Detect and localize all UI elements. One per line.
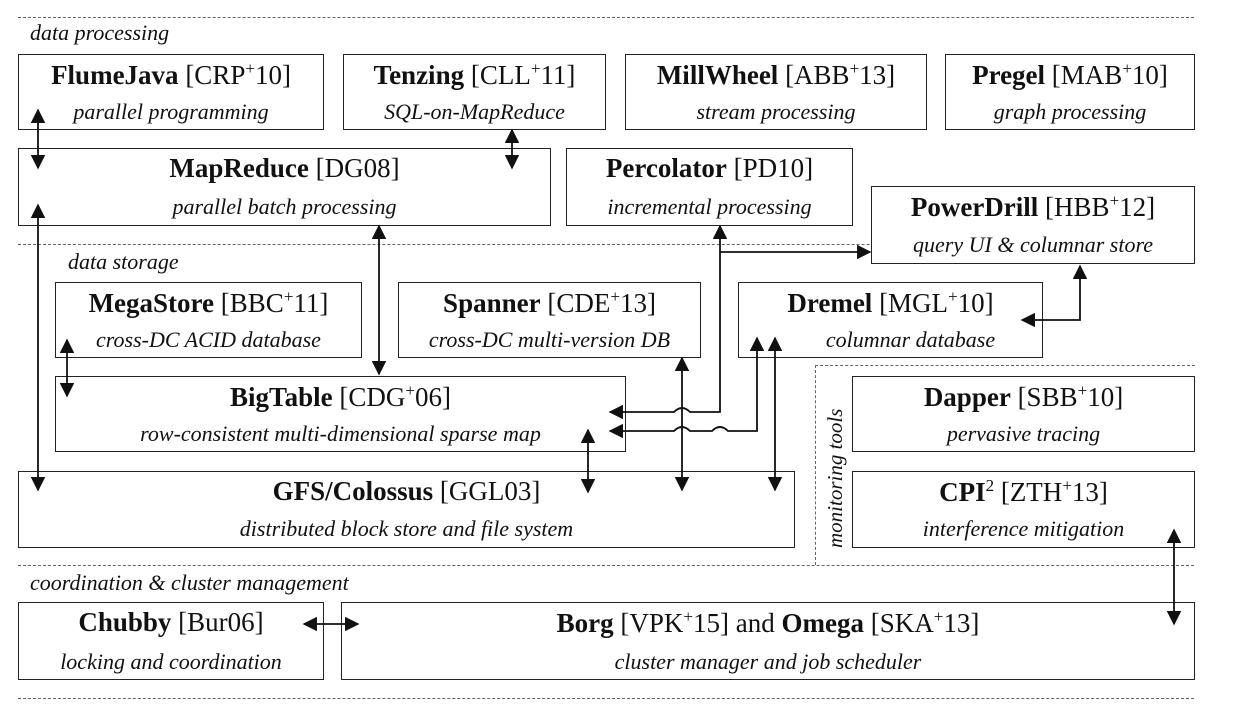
system-description: locking and coordination bbox=[60, 649, 282, 674]
separator-bottom bbox=[18, 698, 1194, 699]
system-description: SQL-on-MapReduce bbox=[384, 99, 565, 124]
box-borg-omega: Borg [VPK+15] and Omega [SKA+13] cluster… bbox=[341, 602, 1195, 680]
separator-storage-coordination bbox=[18, 565, 1194, 566]
system-description: graph processing bbox=[993, 99, 1147, 124]
system-description: row-consistent multi-dimensional sparse … bbox=[140, 421, 541, 446]
system-description: distributed block store and file system bbox=[239, 516, 574, 541]
system-description: parallel batch processing bbox=[172, 194, 397, 219]
box-gfs-colossus: GFS/Colossus [GGL03] distributed block s… bbox=[18, 471, 795, 548]
box-flumejava: FlumeJava [CRP+10] parallel programming bbox=[18, 54, 324, 130]
box-percolator: Percolator [PD10] incremental processing bbox=[566, 148, 853, 226]
separator-processing-storage bbox=[18, 244, 1194, 245]
system-description: parallel programming bbox=[73, 99, 269, 124]
section-label-coordination: coordination & cluster management bbox=[30, 570, 349, 595]
box-chubby: Chubby [Bur06] locking and coordination bbox=[18, 602, 324, 680]
system-name: FlumeJava bbox=[51, 60, 179, 90]
system-description: stream processing bbox=[696, 99, 856, 124]
box-cpi2: CPI2 [ZTH+13] interference mitigation bbox=[852, 471, 1195, 548]
box-mapreduce: MapReduce [DG08] parallel batch processi… bbox=[18, 148, 551, 226]
system-description: query UI & columnar store bbox=[913, 232, 1153, 257]
box-dapper: Dapper [SBB+10] pervasive tracing bbox=[852, 376, 1195, 452]
box-pregel: Pregel [MAB+10] graph processing bbox=[945, 54, 1195, 130]
system-description: pervasive tracing bbox=[946, 421, 1101, 446]
box-tenzing: Tenzing [CLL+11] SQL-on-MapReduce bbox=[343, 54, 606, 130]
separator-monitoring bbox=[815, 365, 816, 565]
box-spanner: Spanner [CDE+13] cross-DC multi-version … bbox=[398, 282, 701, 358]
system-description: cross-DC ACID database bbox=[96, 327, 321, 352]
box-bigtable: BigTable [CDG+06] row-consistent multi-d… bbox=[55, 376, 626, 452]
system-description: cross-DC multi-version DB bbox=[428, 327, 671, 352]
system-description: columnar database bbox=[825, 327, 996, 352]
system-description: cluster manager and job scheduler bbox=[614, 649, 922, 674]
box-powerdrill: PowerDrill [HBB+12] query UI & columnar … bbox=[871, 186, 1195, 264]
box-millwheel: MillWheel [ABB+13] stream processing bbox=[625, 54, 927, 130]
box-megastore: MegaStore [BBC+11] cross-DC ACID databas… bbox=[55, 282, 362, 358]
box-dremel: Dremel [MGL+10] columnar database bbox=[738, 282, 1043, 358]
separator-monitoring-top bbox=[815, 365, 1195, 366]
system-description: interference mitigation bbox=[922, 516, 1125, 541]
section-label-data-processing: data processing bbox=[30, 20, 170, 45]
system-description: incremental processing bbox=[607, 194, 812, 219]
separator-top bbox=[18, 17, 1194, 18]
section-label-data-storage: data storage bbox=[68, 249, 179, 274]
section-label-monitoring-tools: monitoring tools bbox=[823, 408, 847, 548]
